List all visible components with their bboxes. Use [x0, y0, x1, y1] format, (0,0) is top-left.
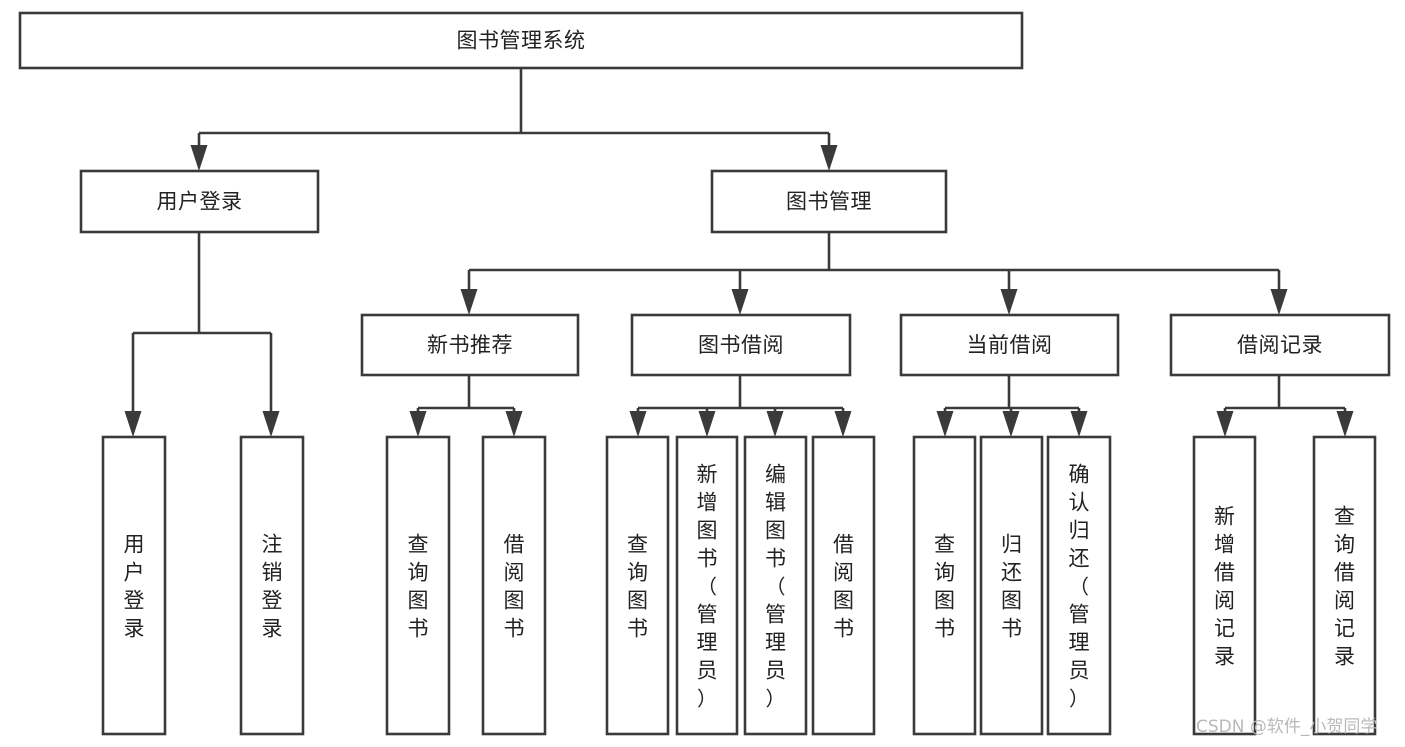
node-root-label: 图书管理系统	[457, 29, 586, 53]
root-drop-1-head	[820, 145, 838, 171]
node-level2-1-box[interactable]	[630, 313, 852, 377]
node-level2-1[interactable]: 图书借阅	[630, 313, 852, 377]
group-1-drop-3-head	[834, 411, 852, 437]
node-leaf-0[interactable]: 用户登录	[101, 435, 167, 736]
node-leaf-8-box[interactable]	[912, 435, 977, 736]
node-level2-3-box[interactable]	[1169, 313, 1391, 377]
root-drop-0-head	[190, 145, 208, 171]
node-leaf-9[interactable]: 归还图书	[979, 435, 1044, 736]
node-leaf-7-label: 借阅图书	[833, 532, 854, 640]
node-leaf-3-box[interactable]	[481, 435, 547, 736]
node-level2-2[interactable]: 当前借阅	[899, 313, 1120, 377]
node-leaf-8-label: 查询图书	[934, 532, 955, 640]
manage-drop-3-head	[1270, 289, 1288, 315]
node-leaf-11-label: 新增借阅记录	[1214, 504, 1235, 668]
node-root[interactable]: 图书管理系统	[18, 11, 1024, 70]
node-leaf-4-label: 查询图书	[627, 532, 648, 640]
node-leaf-6-box[interactable]	[743, 435, 808, 736]
manage-drop-2-head	[1000, 289, 1018, 315]
node-leaf-5[interactable]: 新增图书（管理员）	[675, 435, 739, 736]
group-0-drop-1-head	[505, 411, 523, 437]
login-drop-0-head	[124, 411, 142, 437]
node-leaf-5-label: 新增图书（管理员）	[697, 462, 718, 710]
group-3-drop-0-head	[1216, 411, 1234, 437]
node-leaf-1-label: 注销登录	[262, 532, 283, 640]
node-leaf-12-box[interactable]	[1312, 435, 1377, 736]
manage-drop-0-head	[460, 289, 478, 315]
group-1-drop-1-head	[698, 411, 716, 437]
node-leaf-4[interactable]: 查询图书	[605, 435, 670, 736]
login-drop-1-head	[262, 411, 280, 437]
connector-layer	[124, 68, 1354, 437]
group-2-drop-2-head	[1070, 411, 1088, 437]
group-3-drop-1-head	[1336, 411, 1354, 437]
node-leaf-10[interactable]: 确认归还（管理员）	[1046, 435, 1112, 736]
node-leaf-12-label: 查询借阅记录	[1334, 504, 1355, 668]
node-leaf-3[interactable]: 借阅图书	[481, 435, 547, 736]
node-leaf-1-box[interactable]	[239, 435, 305, 736]
node-level1-1-label: 图书管理	[786, 190, 872, 214]
group-2-drop-1-head	[1002, 411, 1020, 437]
node-level2-2-label: 当前借阅	[967, 333, 1053, 357]
node-leaf-11-box[interactable]	[1192, 435, 1257, 736]
node-level1-0-box[interactable]	[79, 169, 320, 234]
node-leaf-11[interactable]: 新增借阅记录	[1192, 435, 1257, 736]
node-leaf-10-box[interactable]	[1046, 435, 1112, 736]
node-level1-1[interactable]: 图书管理	[710, 169, 948, 234]
node-level1-0-label: 用户登录	[157, 190, 243, 214]
group-1-drop-0-head	[629, 411, 647, 437]
node-layer: 图书管理系统用户登录图书管理新书推荐图书借阅当前借阅借阅记录用户登录注销登录查询…	[18, 11, 1391, 736]
node-leaf-5-box[interactable]	[675, 435, 739, 736]
node-leaf-9-box[interactable]	[979, 435, 1044, 736]
group-2-drop-0-head	[936, 411, 954, 437]
node-leaf-7[interactable]: 借阅图书	[811, 435, 876, 736]
node-leaf-6[interactable]: 编辑图书（管理员）	[743, 435, 808, 736]
node-leaf-10-label: 确认归还（管理员）	[1069, 462, 1090, 710]
node-leaf-2-box[interactable]	[385, 435, 451, 736]
node-level2-0-box[interactable]	[360, 313, 580, 377]
node-level1-1-box[interactable]	[710, 169, 948, 234]
node-leaf-6-label: 编辑图书（管理员）	[765, 462, 786, 710]
node-leaf-12[interactable]: 查询借阅记录	[1312, 435, 1377, 736]
group-0-drop-0-head	[409, 411, 427, 437]
node-leaf-7-box[interactable]	[811, 435, 876, 736]
node-leaf-0-box[interactable]	[101, 435, 167, 736]
manage-drop-1-head	[731, 289, 749, 315]
node-level2-3-label: 借阅记录	[1237, 333, 1323, 357]
node-level2-3[interactable]: 借阅记录	[1169, 313, 1391, 377]
node-leaf-8[interactable]: 查询图书	[912, 435, 977, 736]
node-level2-0[interactable]: 新书推荐	[360, 313, 580, 377]
group-1-drop-2-head	[766, 411, 784, 437]
node-leaf-4-box[interactable]	[605, 435, 670, 736]
watermark-label: CSDN @软件_小贺同学	[1196, 717, 1377, 737]
node-leaf-9-label: 归还图书	[1001, 532, 1022, 640]
node-level2-2-box[interactable]	[899, 313, 1120, 377]
node-level2-0-label: 新书推荐	[427, 333, 513, 357]
node-leaf-2[interactable]: 查询图书	[385, 435, 451, 736]
node-root-box[interactable]	[18, 11, 1024, 70]
node-leaf-1[interactable]: 注销登录	[239, 435, 305, 736]
node-level1-0[interactable]: 用户登录	[79, 169, 320, 234]
node-leaf-2-label: 查询图书	[408, 532, 429, 640]
node-leaf-0-label: 用户登录	[124, 532, 145, 640]
watermark-layer: CSDN @软件_小贺同学	[1196, 717, 1377, 737]
node-leaf-3-label: 借阅图书	[504, 532, 525, 640]
node-level2-1-label: 图书借阅	[698, 333, 784, 357]
